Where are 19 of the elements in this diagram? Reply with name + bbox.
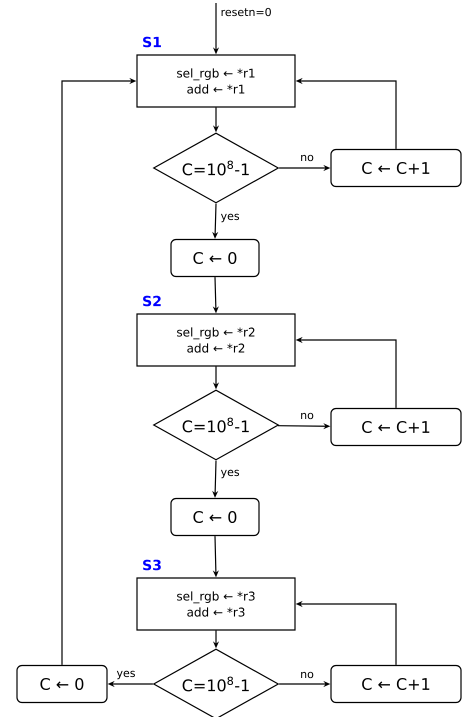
edge-label: yes: [220, 214, 240, 222]
edge-label: no: [301, 154, 314, 162]
state-label: S3: [143, 560, 161, 570]
process-box: C ← 0: [16, 664, 108, 704]
edge-label: yes: [220, 470, 240, 478]
state-label: S2: [143, 296, 161, 306]
state-label: S1: [143, 36, 161, 48]
edge-label: resetn=0: [222, 8, 271, 16]
process-box: C ← C+1: [330, 408, 462, 446]
process-box: C ← 0: [170, 498, 260, 536]
process-box: sel_rgb ← *r1 add ← *r1: [136, 54, 296, 108]
process-box: C ← C+1: [330, 148, 462, 188]
edge-label: no: [301, 412, 314, 420]
process-box: sel_rgb ← *r2 add ← *r2: [136, 313, 296, 367]
process-box: sel_rgb ← *r3 add ← *r3: [136, 577, 296, 631]
process-box: C ← C+1: [330, 664, 462, 704]
process-box: C ← 0: [170, 238, 260, 278]
edge-label: yes: [116, 670, 135, 680]
edge-label: no: [301, 672, 314, 678]
